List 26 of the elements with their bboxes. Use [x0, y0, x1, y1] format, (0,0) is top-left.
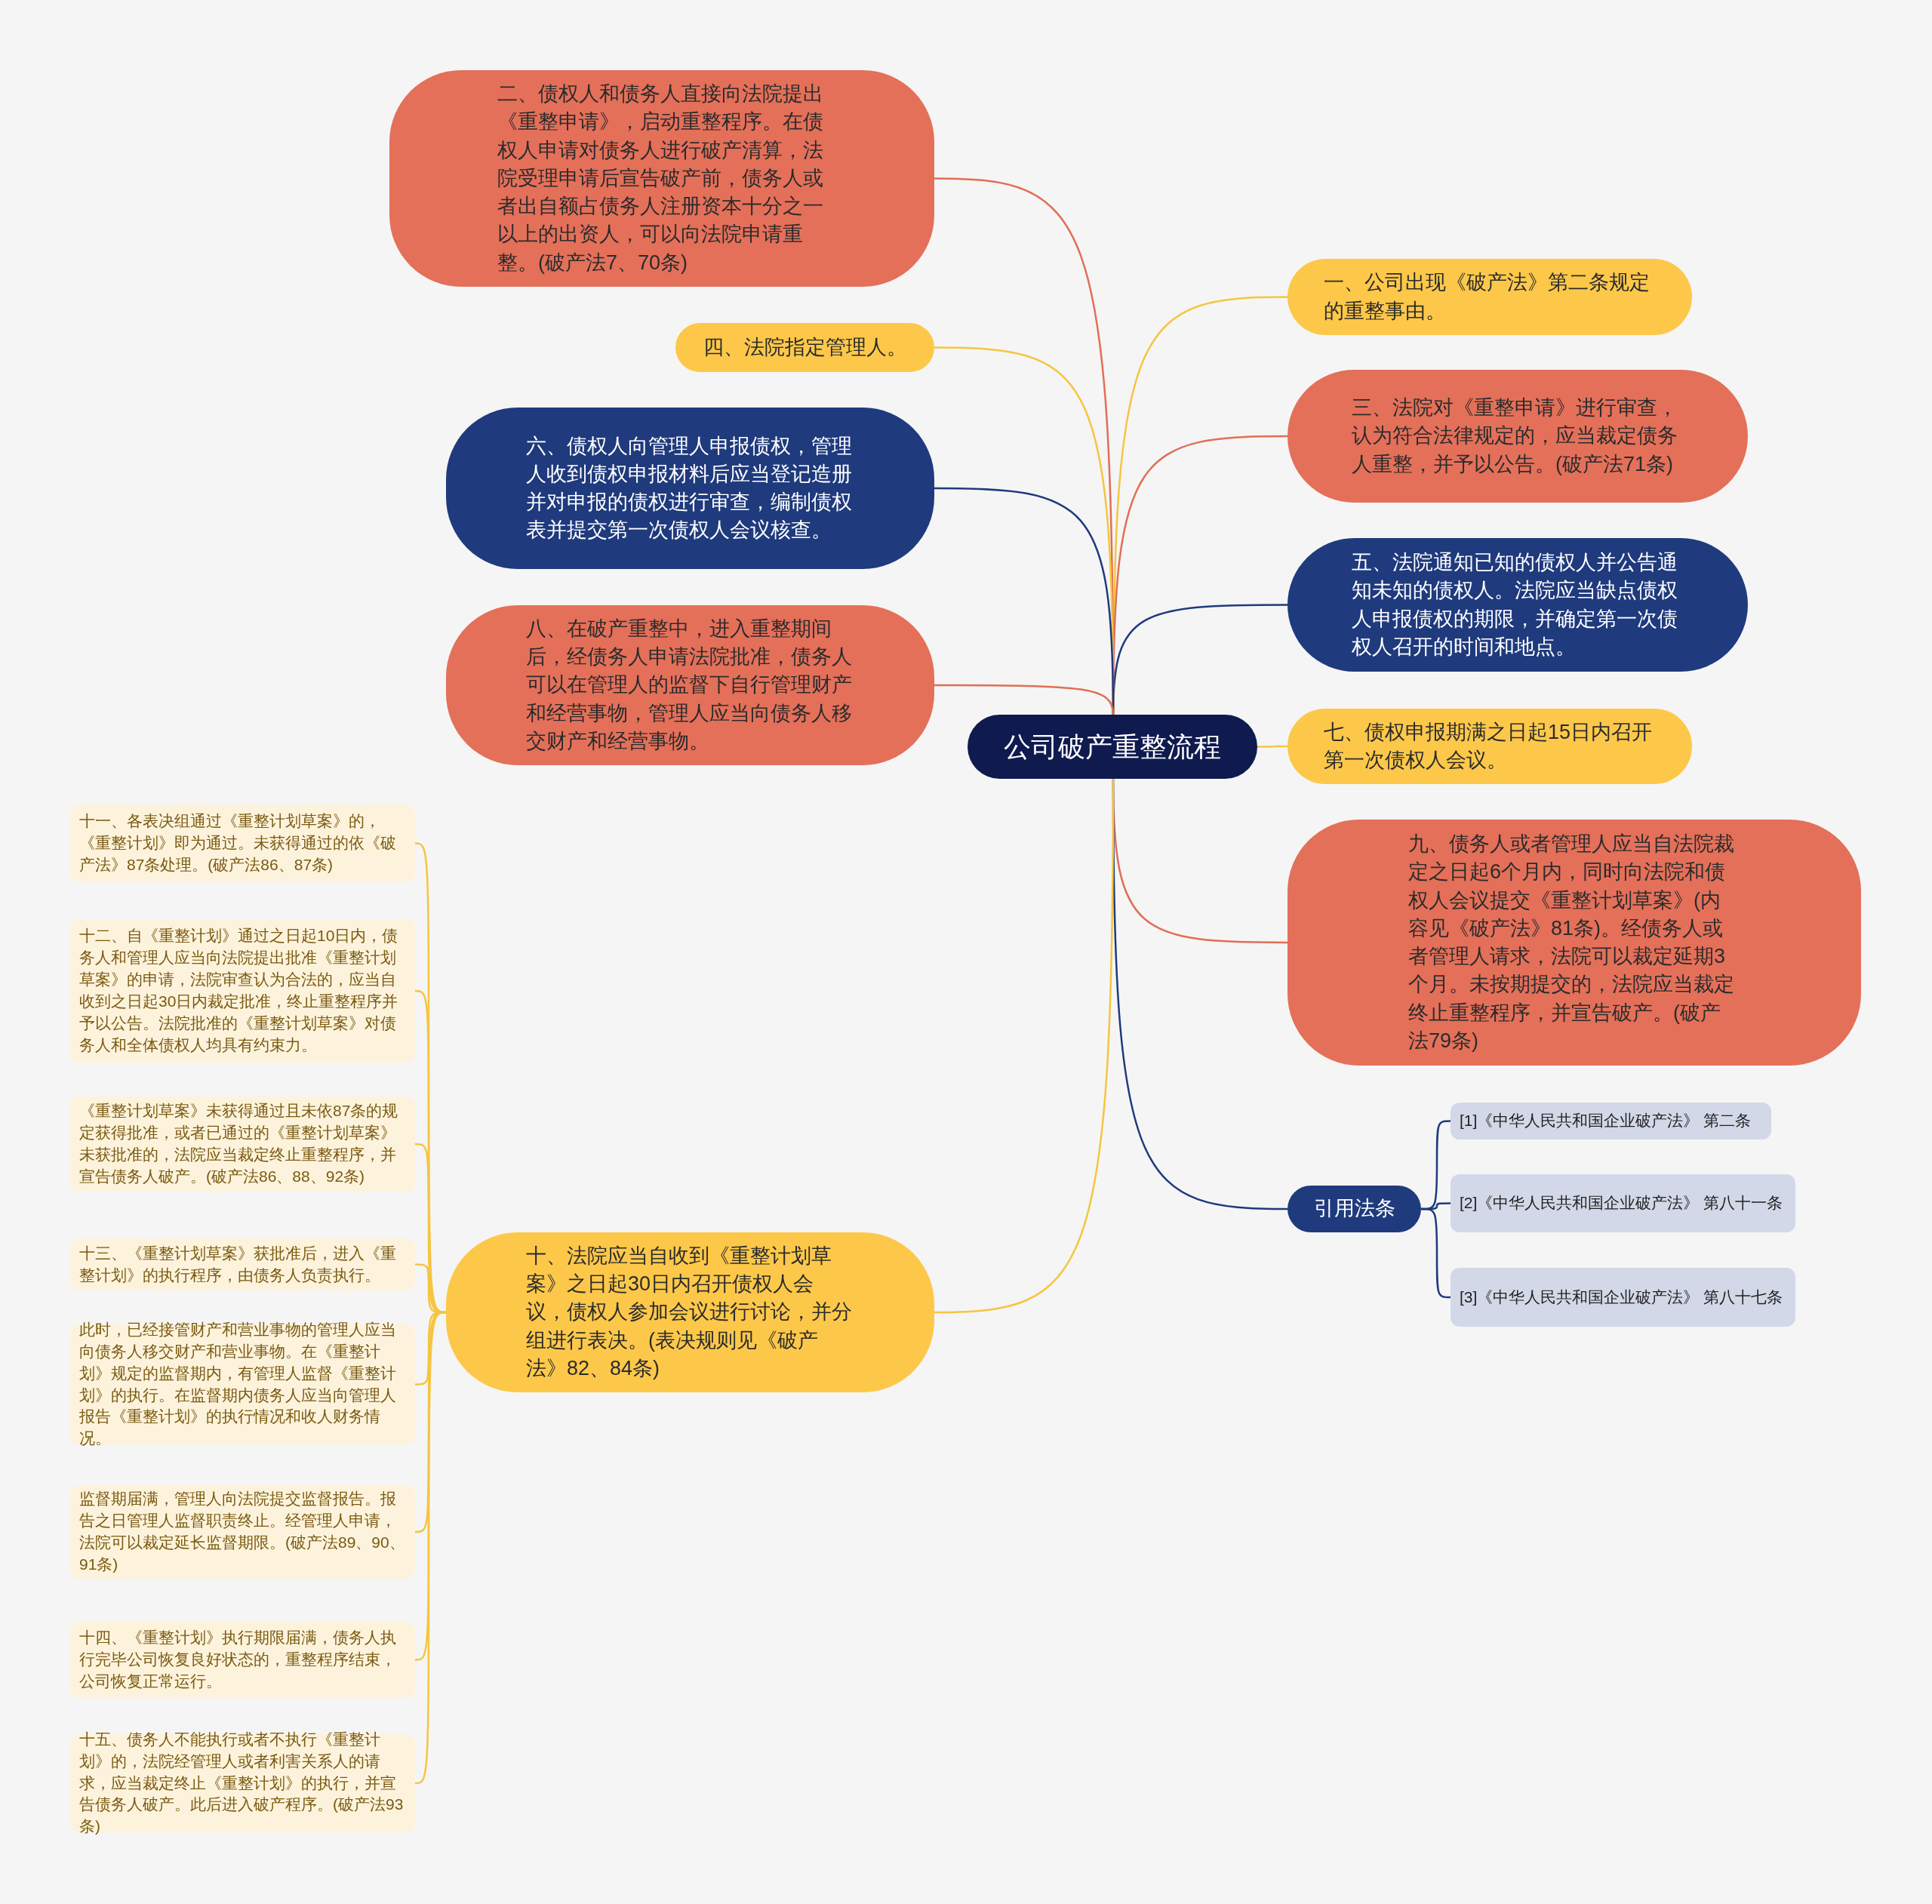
note-box: 《重整计划草案》未获得通过且未依87条的规定获得批准，或者已通过的《重整计划草案》未获批准的，法院应当裁定终止重整程序，并宣告债务人破产。(破产法86、88、92条): [70, 1097, 415, 1192]
note-box: 十一、各表决组通过《重整计划草案》的，《重整计划》即为通过。未获得通过的依《破产法》87条处理。(破产法86、87条): [70, 804, 415, 882]
note-box: 十四、《重整计划》执行期限届满，债务人执行完毕公司恢复良好状态的，重整程序结束，公司恢复正常运行。: [70, 1622, 415, 1698]
topic-bubble: 四、法院指定管理人。: [675, 323, 934, 372]
central-topic: 公司破产重整流程: [968, 715, 1257, 779]
topic-bubble: 七、债权申报期满之日起15日内召开第一次债权人会议。: [1287, 709, 1692, 784]
connector-line: [934, 684, 1115, 715]
note-box: 十三、《重整计划草案》获批准后，进入《重整计划》的执行程序，由债务人负责执行。: [70, 1238, 415, 1290]
topic-bubble: 八、在破产重整中，进入重整期间后，经债务人申请法院批准，债务人可以在管理人的监督下自行管理财产和经营事物，管理人应当向债务人移交财产和经营事物。: [446, 605, 934, 765]
topic-bubble: 引用法条: [1287, 1186, 1421, 1232]
connector-line: [1257, 745, 1287, 748]
reference-box: [2]《中华人民共和国企业破产法》 第八十一条: [1451, 1174, 1795, 1232]
topic-bubble: 五、法院通知已知的债权人并公告通知未知的债权人。法院应当缺点债权人申报债权的期限，并确定第一次债权人召开的时间和地点。: [1287, 538, 1748, 672]
connector-line: [1421, 1207, 1451, 1299]
reference-box: [1]《中华人民共和国企业破产法》 第二条: [1451, 1103, 1771, 1140]
connector-line: [414, 1311, 447, 1785]
topic-bubble: 一、公司出现《破产法》第二条规定的重整事由。: [1287, 259, 1692, 335]
note-box: 监督期届满，管理人向法院提交监督报告。报告之日管理人监督职责终止。经管理人申请，法院可以裁定延长监督期限。(破产法89、90、91条): [70, 1485, 415, 1579]
topic-bubble: 二、债权人和债务人直接向法院提出《重整申请》，启动重整程序。在债权人申请对债务人进行破产清算，法院受理申请后宣告破产前，债务人或者出自额占债务人注册资本十分之一以上的出资人，可以向法院申请重整。(破产法7、70条): [389, 70, 934, 287]
topic-bubble: 九、债务人或者管理人应当自法院裁定之日起6个月内，同时向法院和债权人会议提交《重整计划草案》(内容见《破产法》81条)。经债务人或者管理人请求，法院可以裁定延期3个月。未按期提交的，法院应当裁定终止重整程序，并宣告破产。(破产法79条): [1287, 820, 1861, 1066]
topic-bubble: 三、法院对《重整申请》进行审查，认为符合法律规定的，应当裁定债务人重整，并予以公告。(破产法71条): [1287, 370, 1748, 503]
connector-line: [934, 779, 1115, 1314]
note-box: 十二、自《重整计划》通过之日起10日内，债务人和管理人应当向法院提出批准《重整计划草案》的申请，法院审查认为合法的，应当自收到之日起30日内裁定批准，终止重整程序并予以公告。法院批准的《重整计划草案》对债务人和全体债权人均具有约束力。: [70, 919, 415, 1063]
topic-bubble: 十、法院应当自收到《重整计划草案》之日起30日内召开债权人会议，债权人参加会议进行讨论，并分组进行表决。(表决规则见《破产法》82、84条): [446, 1232, 934, 1392]
topic-bubble: 六、债权人向管理人申报债权，管理人收到债权申报材料后应当登记造册并对申报的债权进行审查，编制债权表并提交第一次债权人会议核查。: [446, 408, 934, 569]
reference-box: [3]《中华人民共和国企业破产法》 第八十七条: [1451, 1268, 1795, 1327]
